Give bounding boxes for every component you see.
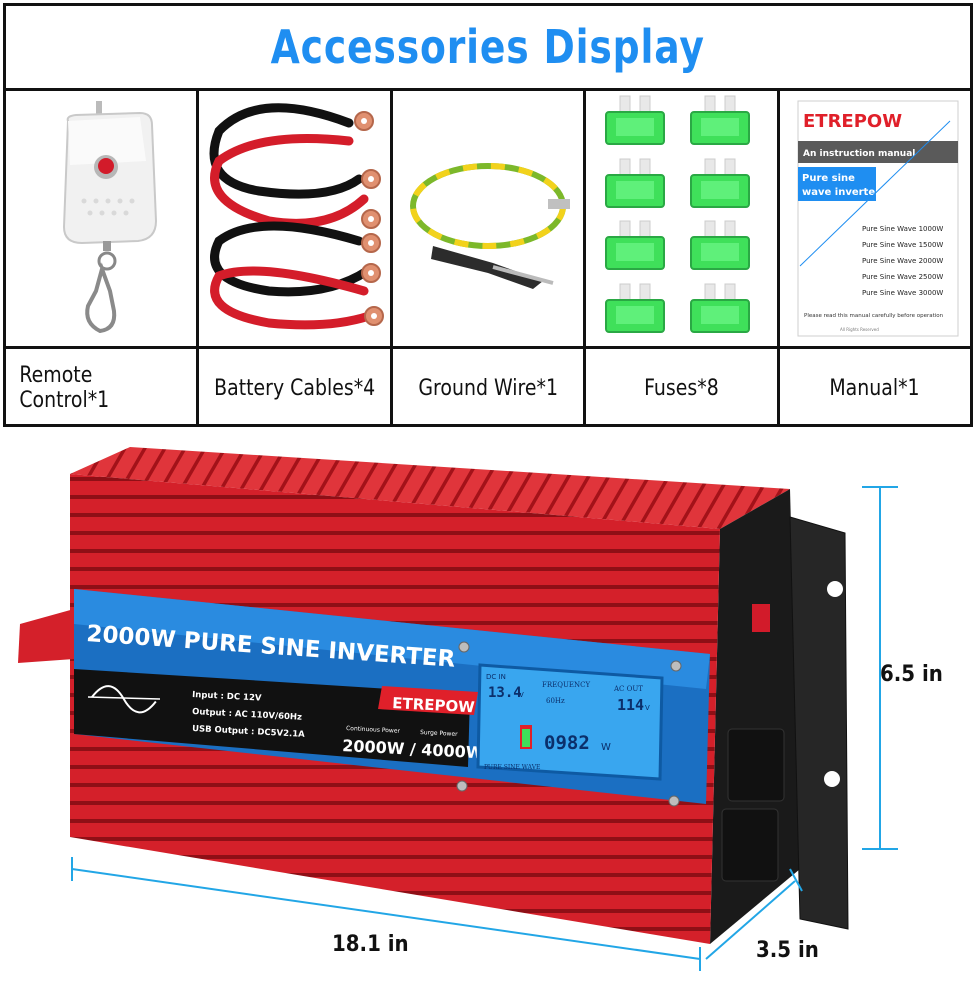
fuses-label: Fuses*8 xyxy=(644,375,719,401)
lcd-watts-unit: W xyxy=(601,742,611,753)
label-cell-manual: Manual*1 xyxy=(780,349,970,427)
lcd-wave-label: PURE SINE WAVE xyxy=(484,764,540,771)
continuous-power-label: Continuous Power xyxy=(346,725,401,735)
manual-brand: ETREPOW xyxy=(803,111,902,132)
manual-product-line1: Pure sine xyxy=(802,173,855,184)
battery-cables-label: Battery Cables*4 xyxy=(214,375,376,401)
accessories-table: Accessories Display xyxy=(3,3,973,427)
remote-control-label: Remote Control*1 xyxy=(19,363,110,413)
accessories-title-row: Accessories Display xyxy=(6,6,970,91)
ground-wire-label: Ground Wire*1 xyxy=(418,375,558,401)
lcd-dc-label: DC IN xyxy=(486,673,506,681)
lcd-freq-label: FREQUENCY xyxy=(542,681,590,689)
lcd-ac-label: AC OUT xyxy=(613,685,643,693)
inverter-illustration: 2000W PURE SINE INVERTER Input : DC 12V … xyxy=(18,447,898,971)
manual-model-4: Pure Sine Wave 2500W xyxy=(862,273,943,281)
label-cell-cables: Battery Cables*4 xyxy=(199,349,393,427)
battery-cables-icon xyxy=(209,103,385,330)
ground-wire-icon xyxy=(409,163,570,289)
length-dimension: 18.1 in xyxy=(332,932,409,957)
ground-wire-cell xyxy=(393,91,587,346)
manual-icon: ETREPOW An instruction manual Pure sine … xyxy=(797,100,959,337)
remote-control-icon xyxy=(62,101,158,334)
accessories-title: Accessories Display xyxy=(270,20,706,74)
inverter-brand: ETREPOW xyxy=(392,694,476,716)
fuses-icon xyxy=(605,95,751,333)
manual-note: Please read this manual carefully before… xyxy=(804,313,944,319)
label-cell-ground: Ground Wire*1 xyxy=(393,349,587,427)
manual-footer: All Rights Reserved xyxy=(840,327,879,332)
accessories-label-row: Remote Control*1 Battery Cables*4 Ground… xyxy=(6,349,970,427)
height-dimension: 6.5 in xyxy=(880,662,943,687)
manual-model-5: Pure Sine Wave 3000W xyxy=(862,289,943,297)
battery-cables-cell xyxy=(199,91,393,346)
manual-model-1: Pure Sine Wave 1000W xyxy=(862,225,943,233)
manual-banner: An instruction manual xyxy=(803,149,915,159)
manual-model-2: Pure Sine Wave 1500W xyxy=(862,241,943,249)
fuses-cell xyxy=(586,91,780,346)
lcd-watts: 0982 xyxy=(544,732,590,754)
label-cell-fuses: Fuses*8 xyxy=(586,349,780,427)
accessories-image-row: ETREPOW An instruction manual Pure sine … xyxy=(6,91,970,349)
remote-control-cell xyxy=(6,91,200,346)
lcd-dc-value: 13.4 xyxy=(488,685,522,701)
lcd-ac-unit: V xyxy=(645,704,650,712)
label-cell-remote: Remote Control*1 xyxy=(6,349,200,427)
lcd-dc-unit: V xyxy=(519,691,524,699)
manual-product-line2: wave inverter xyxy=(802,187,880,198)
lcd-ac-value: 114 xyxy=(617,696,644,714)
manual-model-3: Pure Sine Wave 2000W xyxy=(862,257,943,265)
depth-dimension: 3.5 in xyxy=(756,938,819,963)
surge-power-label: Surge Power xyxy=(420,729,458,738)
inverter-spec-input: Input : DC 12V xyxy=(192,690,262,704)
manual-cell: ETREPOW An instruction manual Pure sine … xyxy=(780,91,970,346)
manual-label: Manual*1 xyxy=(829,375,920,401)
lcd-freq-value: 60Hz xyxy=(546,697,565,705)
